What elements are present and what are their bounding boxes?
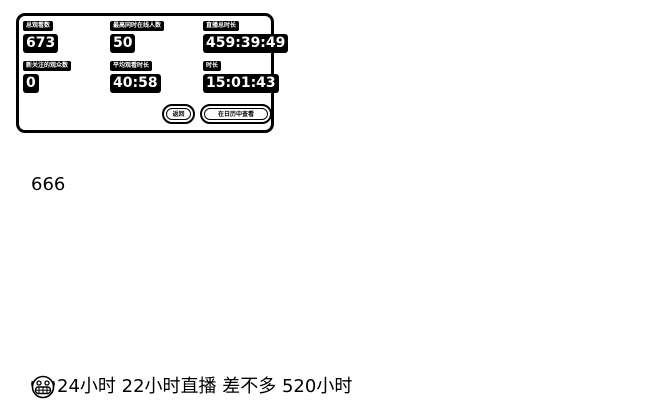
- stat-value: 459:39:49: [203, 34, 289, 53]
- stat-label: 平均观看时长: [110, 61, 153, 71]
- back-button-label: 返回: [166, 108, 191, 120]
- stat-value: 40:58: [110, 74, 161, 93]
- view-in-calendar-button[interactable]: 在日历中查看: [200, 104, 272, 124]
- stat-value: 0: [23, 74, 39, 93]
- stat-label: 最高同时在线人数: [110, 21, 165, 31]
- caption-row: 24小时 22小时直播 差不多 520小时: [30, 375, 352, 399]
- view-in-calendar-label: 在日历中查看: [204, 108, 268, 120]
- stat-label: 时长: [203, 61, 222, 71]
- comment-text: 666: [31, 174, 66, 195]
- stream-stats-card: 总观看数 673 最高同时在线人数 50 直播总时长 459:39:49 新关注…: [16, 13, 289, 133]
- stat-label: 直播总时长: [203, 21, 240, 31]
- stat-value: 15:01:43: [203, 74, 279, 93]
- stat-value: 50: [110, 34, 136, 53]
- back-button[interactable]: 返回: [162, 104, 195, 124]
- stat-label: 总观看数: [23, 21, 54, 31]
- stat-value: 673: [23, 34, 59, 53]
- stat-label: 新关注的观众数: [23, 61, 72, 71]
- caption-text: 24小时 22小时直播 差不多 520小时: [57, 376, 353, 397]
- grinning-face-icon: [31, 375, 55, 399]
